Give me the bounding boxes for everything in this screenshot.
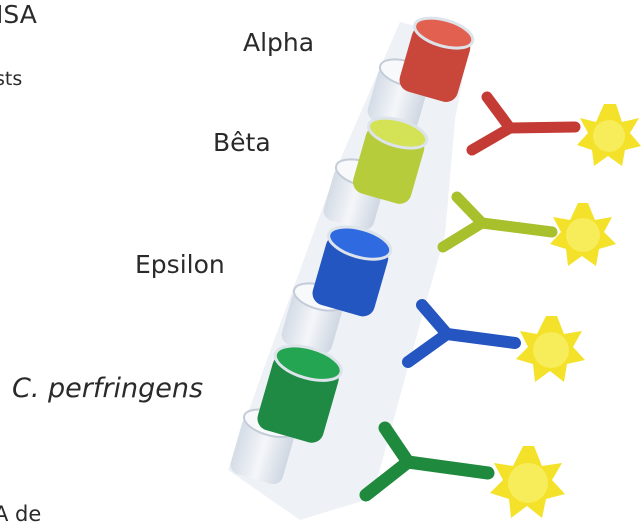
y-shaped-antibody-icon	[408, 305, 515, 362]
y-shaped-antibody-icon	[443, 197, 552, 247]
spiky-antigen-icon	[490, 446, 565, 518]
spiky-antigen-icon	[577, 104, 641, 166]
y-shaped-antibody-icon	[472, 97, 575, 150]
y-shaped-antibody-icon	[366, 428, 488, 495]
spiky-antigen-icon	[516, 316, 585, 382]
spiky-antigen-icon	[550, 203, 616, 266]
